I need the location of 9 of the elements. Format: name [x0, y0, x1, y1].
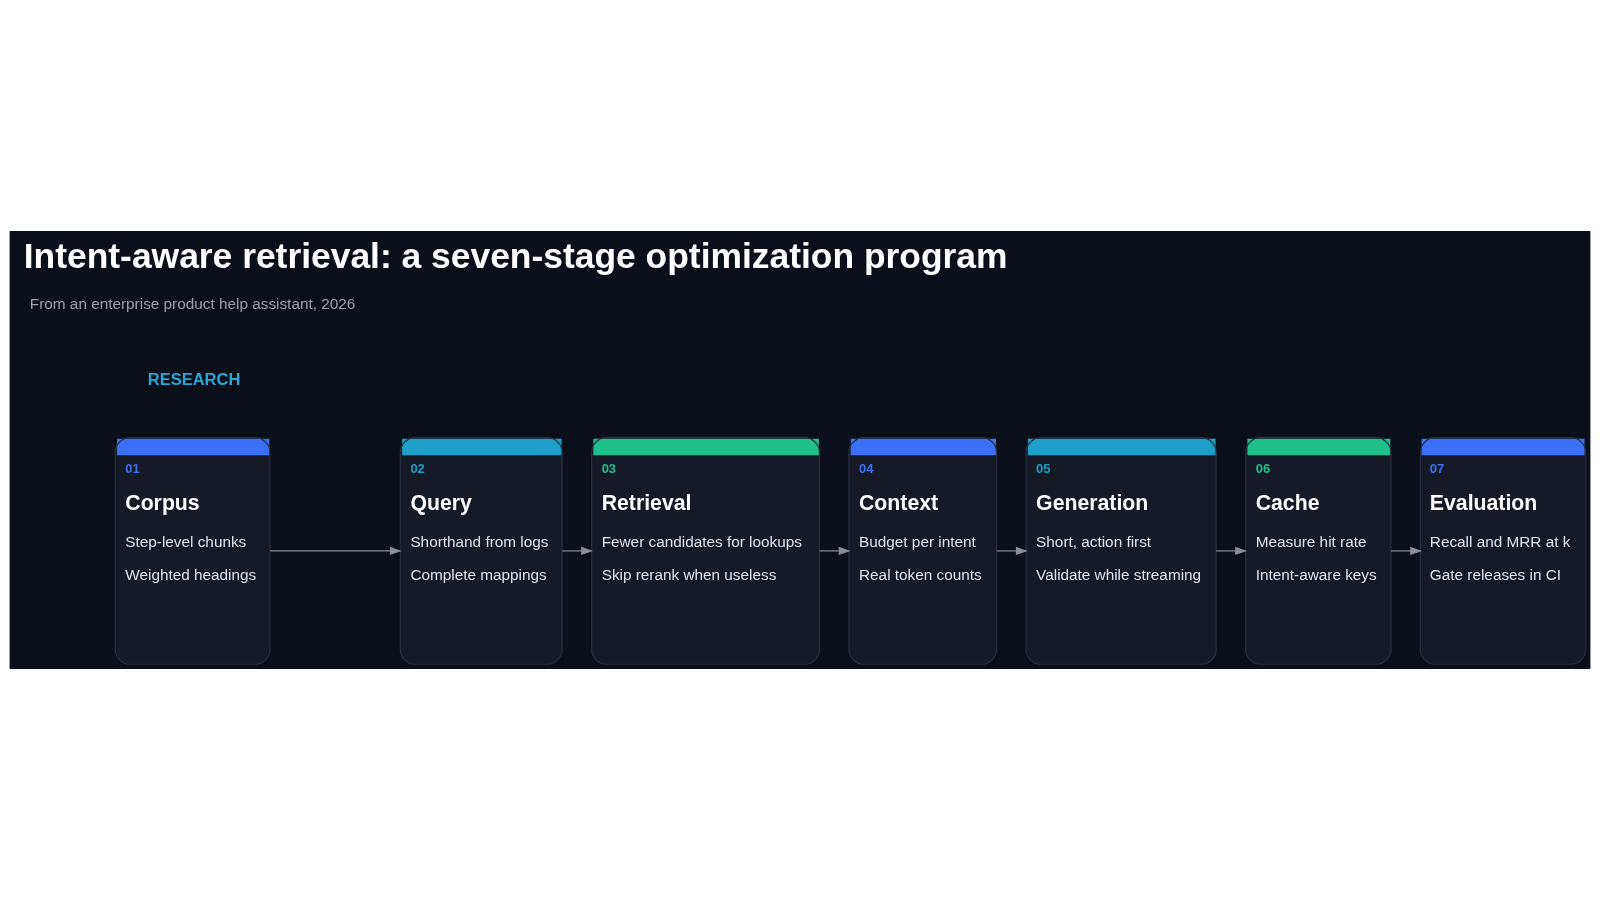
arrow	[996, 546, 1028, 556]
arrow	[818, 546, 851, 556]
caption: From an enterprise product help assistant, 2026	[29, 295, 356, 313]
arrow	[1390, 546, 1423, 556]
diagram-title: Intent-aware retrieval: a seven-stage optimization program	[23, 235, 1008, 276]
arrow	[1215, 546, 1247, 556]
arrow	[561, 546, 594, 556]
arrow	[269, 546, 402, 556]
label: RESEARCH	[147, 370, 241, 390]
